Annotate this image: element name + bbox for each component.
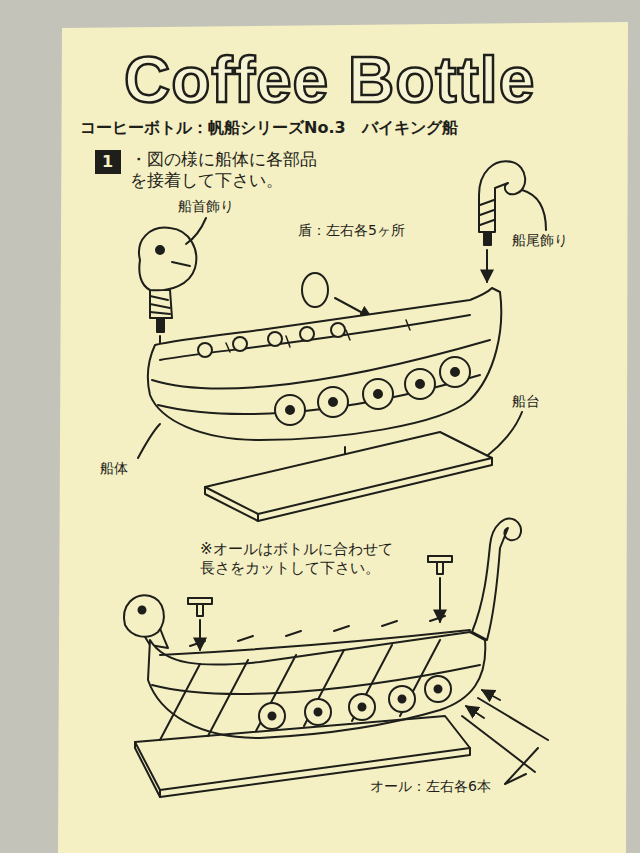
note-text: ※オールはボトルに合わせて長さをカットして下さい。 bbox=[200, 540, 400, 578]
leader-line bbox=[522, 190, 546, 230]
stand bbox=[205, 432, 492, 521]
shields bbox=[259, 676, 451, 729]
leader-line bbox=[186, 218, 206, 244]
leader-line bbox=[138, 424, 160, 458]
title-logo: Coffee Bottle bbox=[124, 40, 535, 120]
part-name: 盾：左右各5ヶ所 bbox=[298, 222, 405, 240]
paper-sheet bbox=[58, 22, 628, 853]
part-name: 船首飾り bbox=[178, 198, 234, 216]
loose-oars bbox=[462, 690, 548, 772]
subtitle: コーヒーボトル：帆船シリーズNo.3 バイキング船 bbox=[80, 118, 458, 138]
leader-line bbox=[488, 412, 522, 455]
stern-ornament bbox=[479, 161, 525, 282]
part-name: 船尾飾り bbox=[512, 232, 568, 250]
assembled-ship bbox=[124, 519, 521, 738]
part-name: 船体 bbox=[100, 460, 128, 478]
step-number: 1 bbox=[102, 152, 114, 171]
instruction-text: ・図の様に船体に各部品を接着して下さい。 bbox=[130, 149, 322, 192]
hull bbox=[148, 288, 501, 440]
leader-line bbox=[505, 748, 538, 784]
part-name: オール：左右各6本 bbox=[370, 778, 491, 796]
step-number-box: 1 bbox=[95, 150, 121, 174]
part-name: 船台 bbox=[512, 393, 540, 411]
oars bbox=[160, 640, 440, 740]
shield-part bbox=[302, 273, 328, 307]
